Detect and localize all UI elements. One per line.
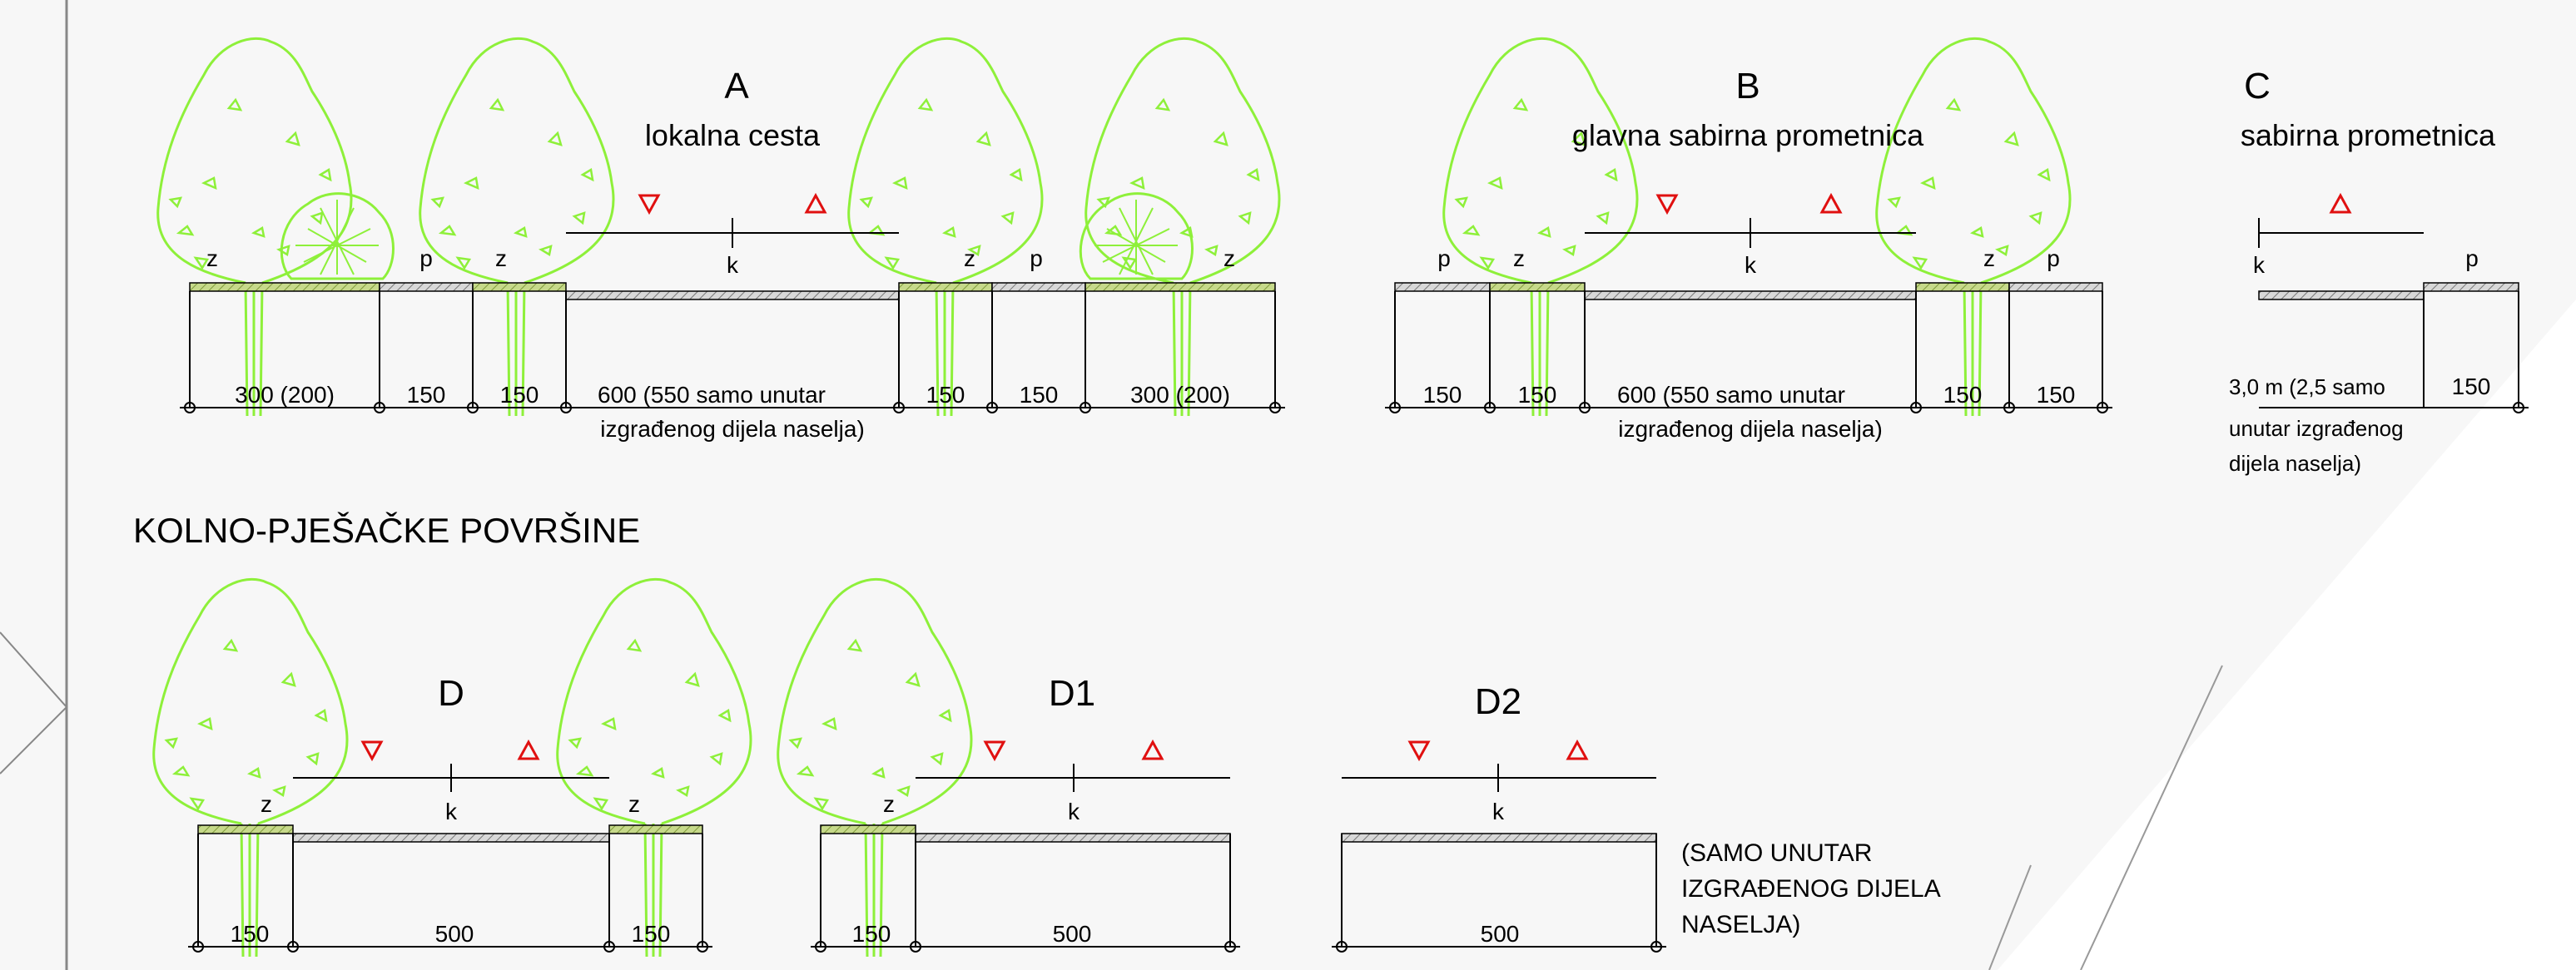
sidewalk [2423,282,2519,292]
green-strip [189,282,380,292]
dim-value: 150 [1020,382,1059,408]
section-b: B glavna sabirna prometnica p z k z p 15… [1384,37,2113,442]
white-region [1998,299,2576,970]
dim-value: 150 [1518,382,1557,408]
diagonal-line-2 [1988,864,2032,970]
dim-value: 150 [926,382,965,408]
sidewalk [379,282,474,292]
green-strip [1085,282,1276,292]
section-heading: KOLNO-PJEŠAČKE POVRŠINE [133,511,640,550]
section-d-letter: D [438,673,464,714]
section-d2-letter: D2 [1475,681,1521,722]
section-a-title: lokalna cesta [645,118,821,152]
section-c-title: sabirna prometnica [2241,118,2496,152]
label-k: k [1492,799,1505,824]
dim-value: 3,0 m (2,5 samo [2229,374,2385,399]
label-k: k [727,252,739,278]
label-p: p [1437,245,1451,271]
yield-up-icon [1142,740,1164,760]
label-p: p [1030,245,1043,271]
label-p: p [2047,245,2060,271]
dim-value: 500 [1481,921,1520,947]
label-k: k [1068,799,1080,824]
label-z: z [206,245,218,271]
green-strip [820,824,916,834]
dim-note: izgrađenog dijela naselja) [1618,416,1883,442]
label-k: k [2253,252,2266,278]
green-strip [608,824,703,834]
label-z: z [883,791,895,817]
sidewalk [1394,282,1491,292]
dim-value: 500 [435,921,474,947]
label-k: k [1745,252,1757,278]
dim-value: 150 [2452,374,2491,399]
section-d2: D2 k 500 (SAMO UNUTAR IZGRAĐENOG DIJELA … [1331,681,1941,953]
label-z: z [964,245,975,271]
dim-value: 150 [1943,382,1983,408]
green-strip [472,282,567,292]
dim-value: 150 [2037,382,2076,408]
dim-value: 500 [1053,921,1092,947]
d2-note-line-2: IZGRAĐENOG DIJELA [1681,875,1941,903]
yield-up-icon [1820,194,1842,214]
dim-value: 150 [852,921,891,947]
sidewalk [2008,282,2103,292]
green-strip [898,282,993,292]
yield-up-icon [518,740,539,760]
carriageway [2258,290,2425,300]
carriageway [915,833,1231,843]
yield-up-icon [2330,194,2351,214]
sidewalk [991,282,1086,292]
dim-value: 300 (200) [1130,382,1230,408]
section-b-title: glavna sabirna prometnica [1572,118,1924,152]
section-a: A lokalna cesta z p z k z p z [156,37,1286,442]
label-z: z [495,245,507,271]
carriageway [565,290,900,300]
dim-note: izgrađenog dijela naselja) [600,416,865,442]
section-b-letter: B [1735,66,1760,106]
d2-note-line-1: (SAMO UNUTAR [1681,839,1872,867]
section-c: C sabirna prometnica k p 3,0 m (2,5 samo… [2229,66,2529,476]
carriageway [292,833,610,843]
section-a-letter: A [724,66,749,106]
section-c-letter: C [2244,66,2271,106]
label-z: z [628,791,640,817]
d2-note-line-3: NASELJA) [1681,911,1800,938]
carriageway [1341,833,1657,843]
section-d1: D1 z k 150 500 [777,577,1241,958]
diagonal-line-1 [2080,665,2223,970]
carriageway [1584,290,1917,300]
dim-value: 600 (550 samo unutar [598,382,826,408]
dim-value: 300 (200) [235,382,335,408]
section-d: D z k z 150 500 150 [152,577,752,958]
dim-value: 600 (550 samo unutar [1617,382,1845,408]
yield-down-icon [361,740,383,760]
yield-up-icon [805,194,826,214]
yield-down-icon [984,740,1005,760]
dim-value: 150 [407,382,446,408]
label-p: p [419,245,433,271]
dim-value: 150 [231,921,270,947]
green-strip [197,824,294,834]
label-z: z [1223,245,1235,271]
label-p: p [2465,245,2479,271]
yield-up-icon [1566,740,1588,760]
dim-value: 150 [1423,382,1462,408]
green-strip [1489,282,1586,292]
label-z: z [261,791,272,817]
yield-down-icon [638,194,660,214]
dim-note: unutar izgrađenog [2229,416,2404,441]
label-z: z [1983,245,1995,271]
dim-note: dijela naselja) [2229,451,2361,476]
yield-down-icon [1408,740,1430,760]
label-z: z [1513,245,1525,271]
dim-value: 150 [632,921,671,947]
dim-value: 150 [500,382,539,408]
label-k: k [445,799,458,824]
yield-down-icon [1656,194,1678,214]
green-strip [1915,282,2010,292]
frame-chevron [0,631,68,775]
section-d1-letter: D1 [1049,673,1095,714]
